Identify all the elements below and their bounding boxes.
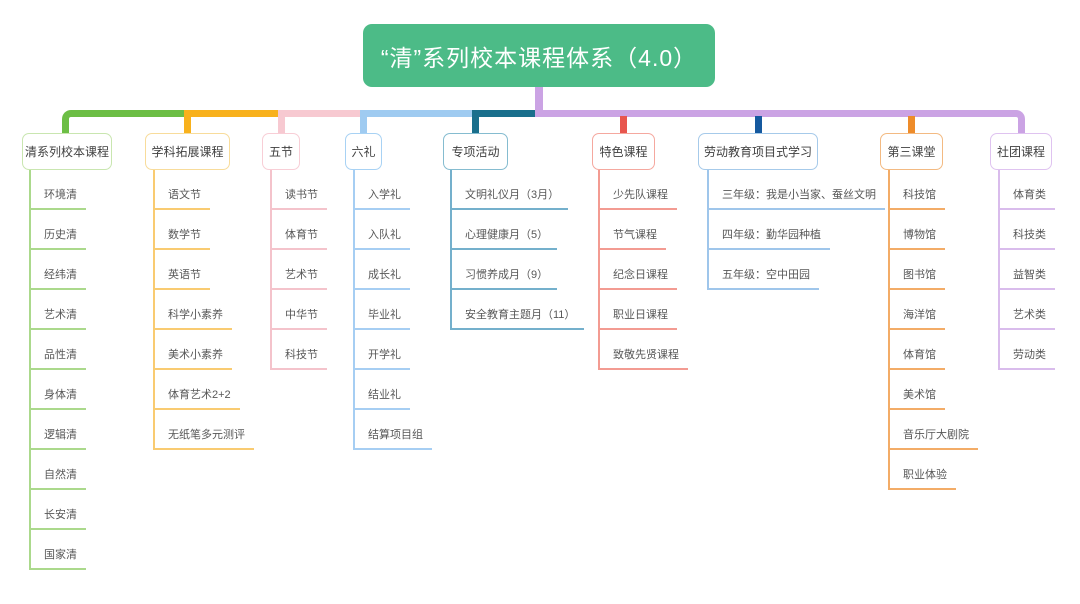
leaf-node[interactable]: 环境清 (31, 170, 86, 210)
branch-leaf-list: 三年级：我是小当家、蚕丝文明四年级：勤华园种植五年级：空中田园 (707, 170, 885, 290)
leaf-node[interactable]: 科学小素养 (155, 290, 232, 330)
leaf-node[interactable]: 开学礼 (355, 330, 410, 370)
leaf-node[interactable]: 美术馆 (890, 370, 945, 410)
leaf-node[interactable]: 五年级：空中田园 (709, 250, 819, 290)
leaf-node[interactable]: 文明礼仪月（3月） (452, 170, 569, 210)
leaf-node[interactable]: 成长礼 (355, 250, 410, 290)
leaf-node[interactable]: 语文节 (155, 170, 210, 210)
branch-leaf-list: 少先队课程节气课程纪念日课程职业日课程致敬先贤课程 (598, 170, 688, 370)
leaf-node[interactable]: 结业礼 (355, 370, 410, 410)
leaf-node[interactable]: 节气课程 (600, 210, 666, 250)
branch-leaf-list: 环境清历史清经纬清艺术清品性清身体清逻辑清自然清长安清国家清 (29, 170, 86, 570)
segment-branch-4 (360, 110, 472, 117)
leaf-node[interactable]: 数学节 (155, 210, 210, 250)
leaf-node[interactable]: 习惯养成月（9） (452, 250, 558, 290)
leaf-node[interactable]: 图书馆 (890, 250, 945, 290)
leaf-node[interactable]: 职业体验 (890, 450, 956, 490)
branch-node[interactable]: 特色课程 (592, 133, 655, 170)
leaf-node[interactable]: 体育艺术2+2 (155, 370, 240, 410)
leaf-node[interactable]: 品性清 (31, 330, 86, 370)
branch-node[interactable]: 第三课堂 (880, 133, 943, 170)
stub-branch-8 (908, 116, 915, 134)
segment-branch-2 (184, 110, 278, 117)
root-node[interactable]: “清”系列校本课程体系（4.0） (363, 24, 715, 87)
leaf-node[interactable]: 艺术清 (31, 290, 86, 330)
stub-branch-4 (360, 110, 367, 134)
stub-branch-3 (277, 110, 285, 134)
leaf-node[interactable]: 体育节 (272, 210, 327, 250)
branch-leaf-list: 入学礼入队礼成长礼毕业礼开学礼结业礼结算项目组 (353, 170, 432, 450)
leaf-node[interactable]: 逻辑清 (31, 410, 86, 450)
leaf-node[interactable]: 自然清 (31, 450, 86, 490)
leaf-node[interactable]: 入学礼 (355, 170, 410, 210)
branch-node[interactable]: 劳动教育项目式学习 (698, 133, 818, 170)
trunk-stem (535, 87, 543, 117)
leaf-node[interactable]: 读书节 (272, 170, 327, 210)
leaf-node[interactable]: 体育类 (1000, 170, 1055, 210)
leaf-node[interactable]: 国家清 (31, 530, 86, 570)
leaf-node[interactable]: 心理健康月（5） (452, 210, 558, 250)
branch-leaf-list: 体育类科技类益智类艺术类劳动类 (998, 170, 1055, 370)
leaf-node[interactable]: 少先队课程 (600, 170, 677, 210)
elbow-branch-9 (543, 110, 1025, 134)
elbow-branch-1 (62, 110, 184, 134)
leaf-node[interactable]: 劳动类 (1000, 330, 1055, 370)
leaf-node[interactable]: 博物馆 (890, 210, 945, 250)
leaf-node[interactable]: 三年级：我是小当家、蚕丝文明 (709, 170, 885, 210)
leaf-node[interactable]: 结算项目组 (355, 410, 432, 450)
leaf-node[interactable]: 科技节 (272, 330, 327, 370)
segment-branch-3 (277, 110, 360, 117)
leaf-node[interactable]: 中华节 (272, 290, 327, 330)
leaf-node[interactable]: 美术小素养 (155, 330, 232, 370)
leaf-node[interactable]: 身体清 (31, 370, 86, 410)
leaf-node[interactable]: 致敬先贤课程 (600, 330, 688, 370)
leaf-node[interactable]: 历史清 (31, 210, 86, 250)
branch-node[interactable]: 社团课程 (990, 133, 1052, 170)
leaf-node[interactable]: 体育馆 (890, 330, 945, 370)
leaf-node[interactable]: 长安清 (31, 490, 86, 530)
leaf-node[interactable]: 艺术节 (272, 250, 327, 290)
leaf-node[interactable]: 四年级：勤华园种植 (709, 210, 830, 250)
leaf-node[interactable]: 毕业礼 (355, 290, 410, 330)
segment-branch-5 (472, 110, 535, 117)
leaf-node[interactable]: 纪念日课程 (600, 250, 677, 290)
branch-leaf-list: 文明礼仪月（3月）心理健康月（5）习惯养成月（9）安全教育主题月（11） (450, 170, 585, 330)
leaf-node[interactable]: 英语节 (155, 250, 210, 290)
leaf-node[interactable]: 艺术类 (1000, 290, 1055, 330)
branch-node[interactable]: 六礼 (345, 133, 382, 170)
branch-leaf-list: 读书节体育节艺术节中华节科技节 (270, 170, 327, 370)
stub-branch-2 (184, 110, 191, 134)
stub-branch-7 (754, 116, 762, 134)
leaf-node[interactable]: 科技类 (1000, 210, 1055, 250)
leaf-node[interactable]: 职业日课程 (600, 290, 677, 330)
leaf-node[interactable]: 科技馆 (890, 170, 945, 210)
stub-branch-6 (620, 116, 627, 134)
branch-node[interactable]: 专项活动 (443, 133, 508, 170)
leaf-node[interactable]: 无纸笔多元测评 (155, 410, 254, 450)
branch-node[interactable]: 学科拓展课程 (145, 133, 230, 170)
leaf-node[interactable]: 海洋馆 (890, 290, 945, 330)
leaf-node[interactable]: 安全教育主题月（11） (452, 290, 585, 330)
stub-branch-5 (472, 110, 479, 134)
branch-node[interactable]: 清系列校本课程 (22, 133, 112, 170)
branch-leaf-list: 科技馆博物馆图书馆海洋馆体育馆美术馆音乐厅大剧院职业体验 (888, 170, 978, 490)
branch-node[interactable]: 五节 (262, 133, 300, 170)
leaf-node[interactable]: 入队礼 (355, 210, 410, 250)
leaf-node[interactable]: 益智类 (1000, 250, 1055, 290)
leaf-node[interactable]: 经纬清 (31, 250, 86, 290)
leaf-node[interactable]: 音乐厅大剧院 (890, 410, 978, 450)
